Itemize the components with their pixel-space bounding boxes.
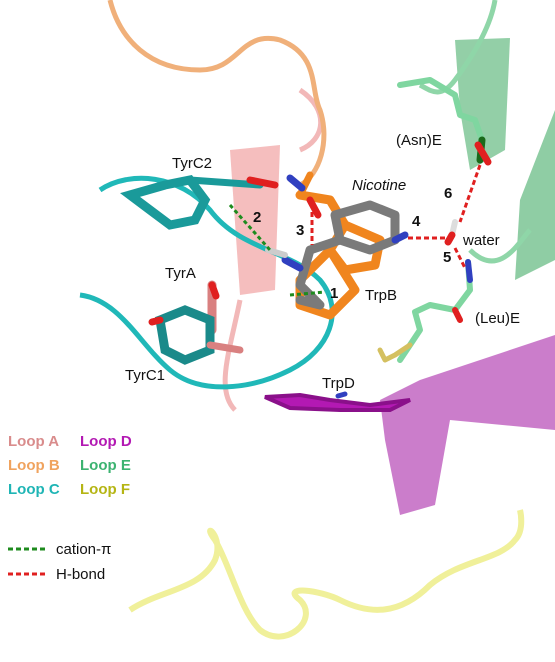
nicotine-molecule bbox=[265, 200, 409, 310]
interaction-number-4: 4 bbox=[412, 213, 421, 230]
loop-e-strand-right bbox=[515, 110, 555, 280]
loop-e-coil bbox=[418, 0, 532, 264]
legend-loop-b: Loop B bbox=[8, 457, 60, 474]
leu-residue bbox=[377, 259, 473, 363]
cation-pi-key-label: cation-π bbox=[56, 541, 111, 558]
interaction-number-2: 2 bbox=[253, 209, 261, 226]
label-leu: (Leu)E bbox=[475, 310, 520, 327]
label-trpd: TrpD bbox=[322, 375, 355, 392]
loop-legend: Loop A Loop D Loop B Loop E Loop C Loop … bbox=[8, 433, 132, 498]
water-molecule bbox=[444, 219, 458, 246]
label-tyrc2: TyrC2 bbox=[172, 155, 212, 172]
loop-a-coil bbox=[222, 87, 324, 412]
label-tyrc1: TyrC1 bbox=[125, 367, 165, 384]
label-tyra: TyrA bbox=[165, 265, 196, 282]
label-asn: (Asn)E bbox=[396, 132, 442, 149]
cation-pi-line-2 bbox=[228, 204, 272, 251]
loop-b-coil bbox=[107, 0, 327, 188]
tyrc1-residue bbox=[148, 305, 244, 365]
interaction-key: cation-π H-bond bbox=[8, 541, 111, 583]
label-water: water bbox=[462, 232, 500, 249]
label-nicotine: Nicotine bbox=[352, 177, 406, 194]
loop-d-sheet bbox=[380, 335, 555, 515]
legend-loop-c: Loop C bbox=[8, 481, 60, 498]
hbond-key-label: H-bond bbox=[56, 566, 105, 583]
asn-residue bbox=[397, 77, 492, 166]
legend-loop-e: Loop E bbox=[80, 457, 131, 474]
interaction-number-5: 5 bbox=[443, 249, 451, 266]
legend-loop-f: Loop F bbox=[80, 481, 130, 498]
hbond-line-6 bbox=[458, 164, 482, 223]
label-trpb: TrpB bbox=[365, 287, 397, 304]
legend-loop-d: Loop D bbox=[80, 433, 132, 450]
tyrc2-residue bbox=[120, 175, 279, 230]
interaction-number-3: 3 bbox=[296, 222, 304, 239]
loop-e-strand-top bbox=[455, 38, 510, 170]
legend-loop-a: Loop A bbox=[8, 433, 59, 450]
interaction-number-6: 6 bbox=[444, 185, 452, 202]
interaction-number-1: 1 bbox=[330, 285, 338, 302]
trpd-residue bbox=[264, 391, 411, 412]
hbond-line-5 bbox=[453, 247, 467, 269]
loop-f-coil bbox=[128, 509, 525, 640]
cation-pi-line-1 bbox=[289, 290, 326, 297]
